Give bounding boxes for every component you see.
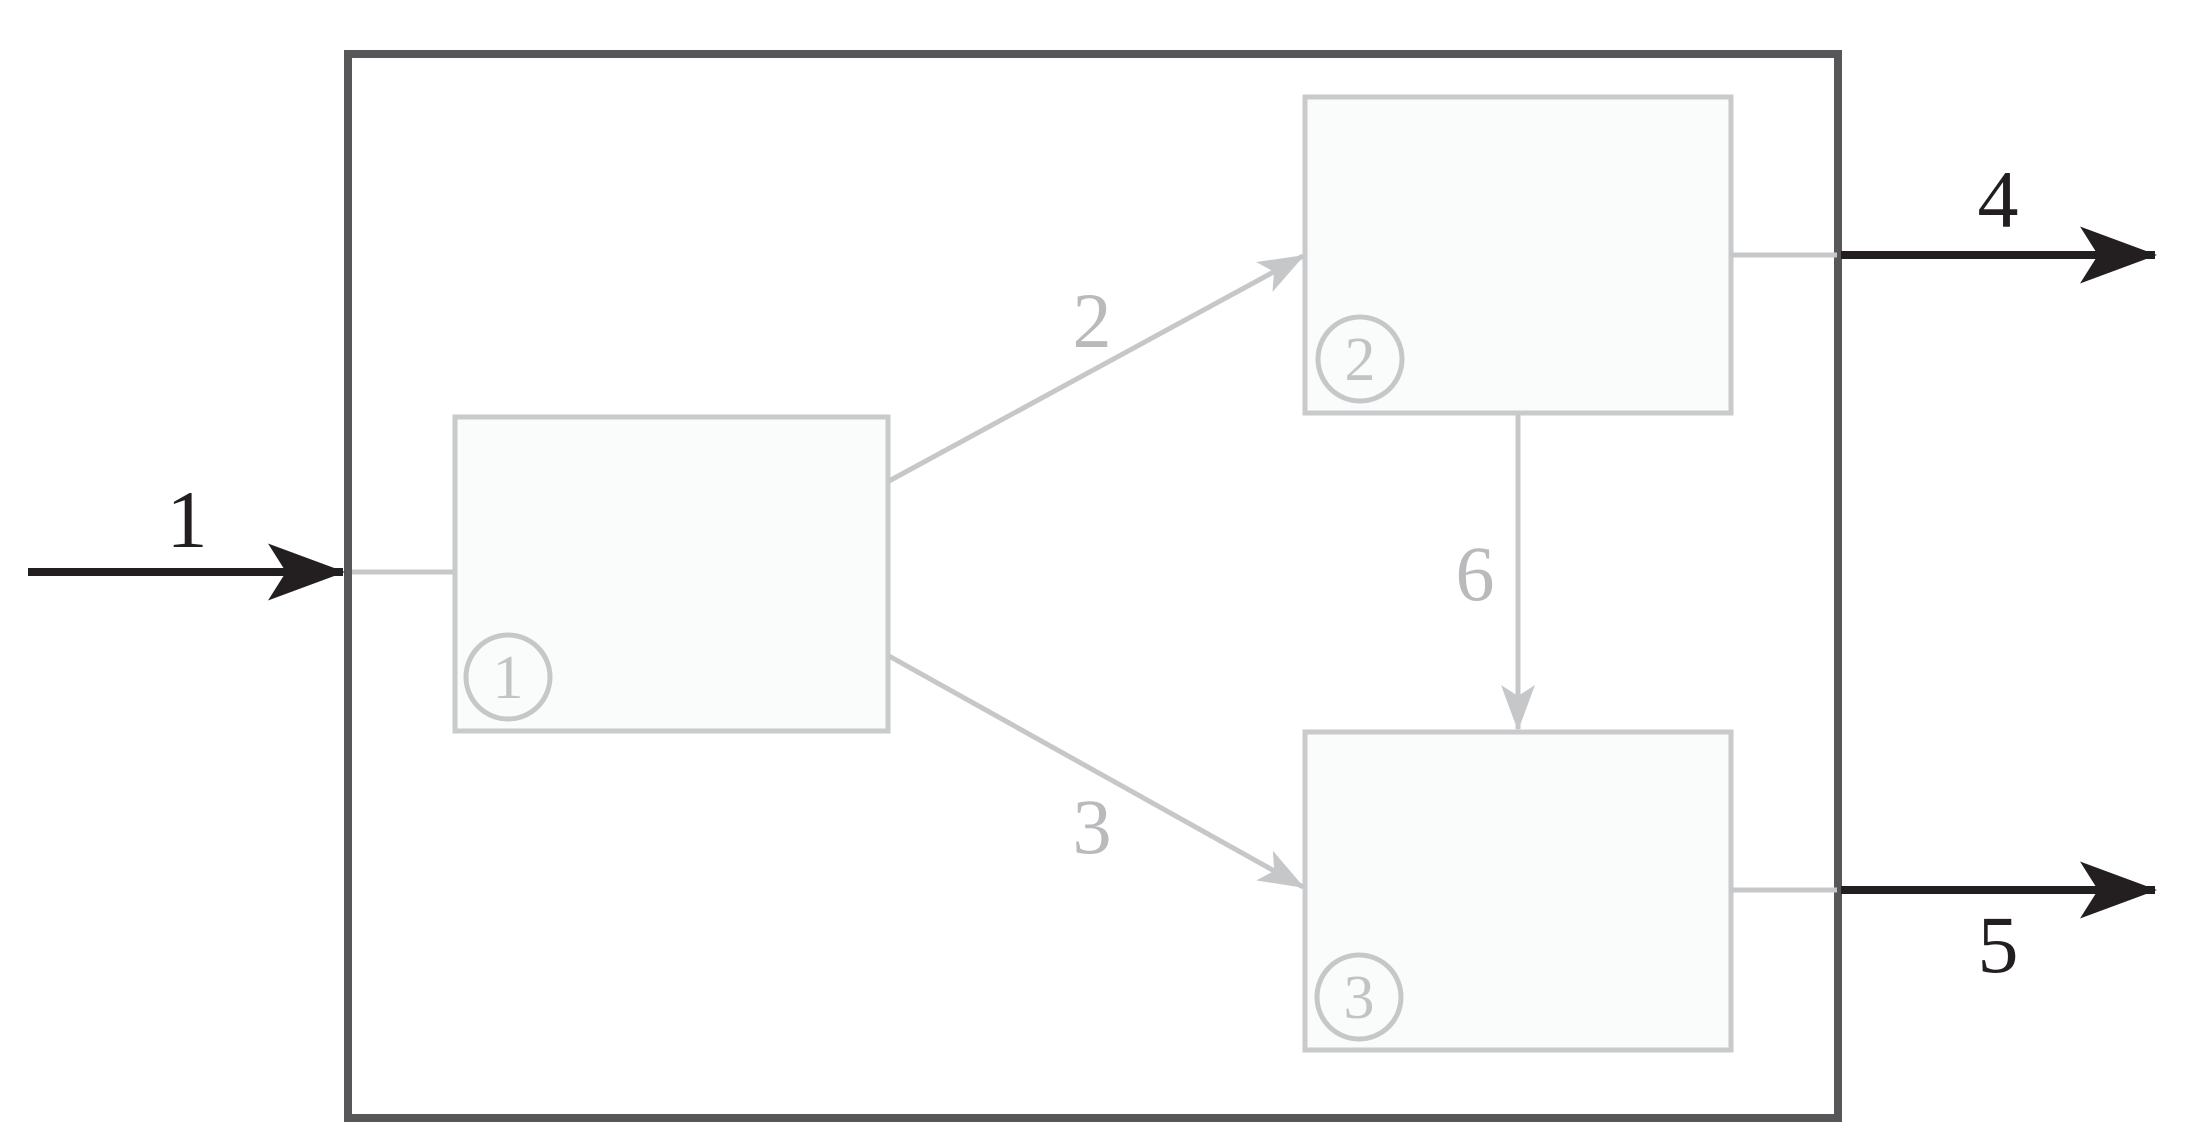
stream-6-label: 6 bbox=[1456, 530, 1495, 617]
unit-3-badge-number: 3 bbox=[1344, 964, 1375, 1032]
unit-2-badge-number: 2 bbox=[1345, 326, 1376, 394]
unit-1-badge-circle bbox=[463, 632, 553, 722]
stream-1-label: 1 bbox=[167, 474, 208, 565]
system-boundary bbox=[344, 50, 1842, 1122]
stream-4-label: 4 bbox=[1978, 154, 2019, 245]
unit-1-badge-number: 1 bbox=[493, 644, 524, 712]
stream-5-label: 5 bbox=[1978, 899, 2019, 990]
stream-3-label: 3 bbox=[1073, 783, 1112, 870]
stream-2-edge bbox=[887, 253, 1305, 484]
stream-2-label: 2 bbox=[1073, 277, 1112, 364]
unit-1-box bbox=[452, 414, 891, 734]
stream-3-edge bbox=[887, 653, 1305, 890]
unit-3-badge-circle bbox=[1314, 952, 1404, 1042]
unit-2-badge-circle bbox=[1315, 314, 1405, 404]
